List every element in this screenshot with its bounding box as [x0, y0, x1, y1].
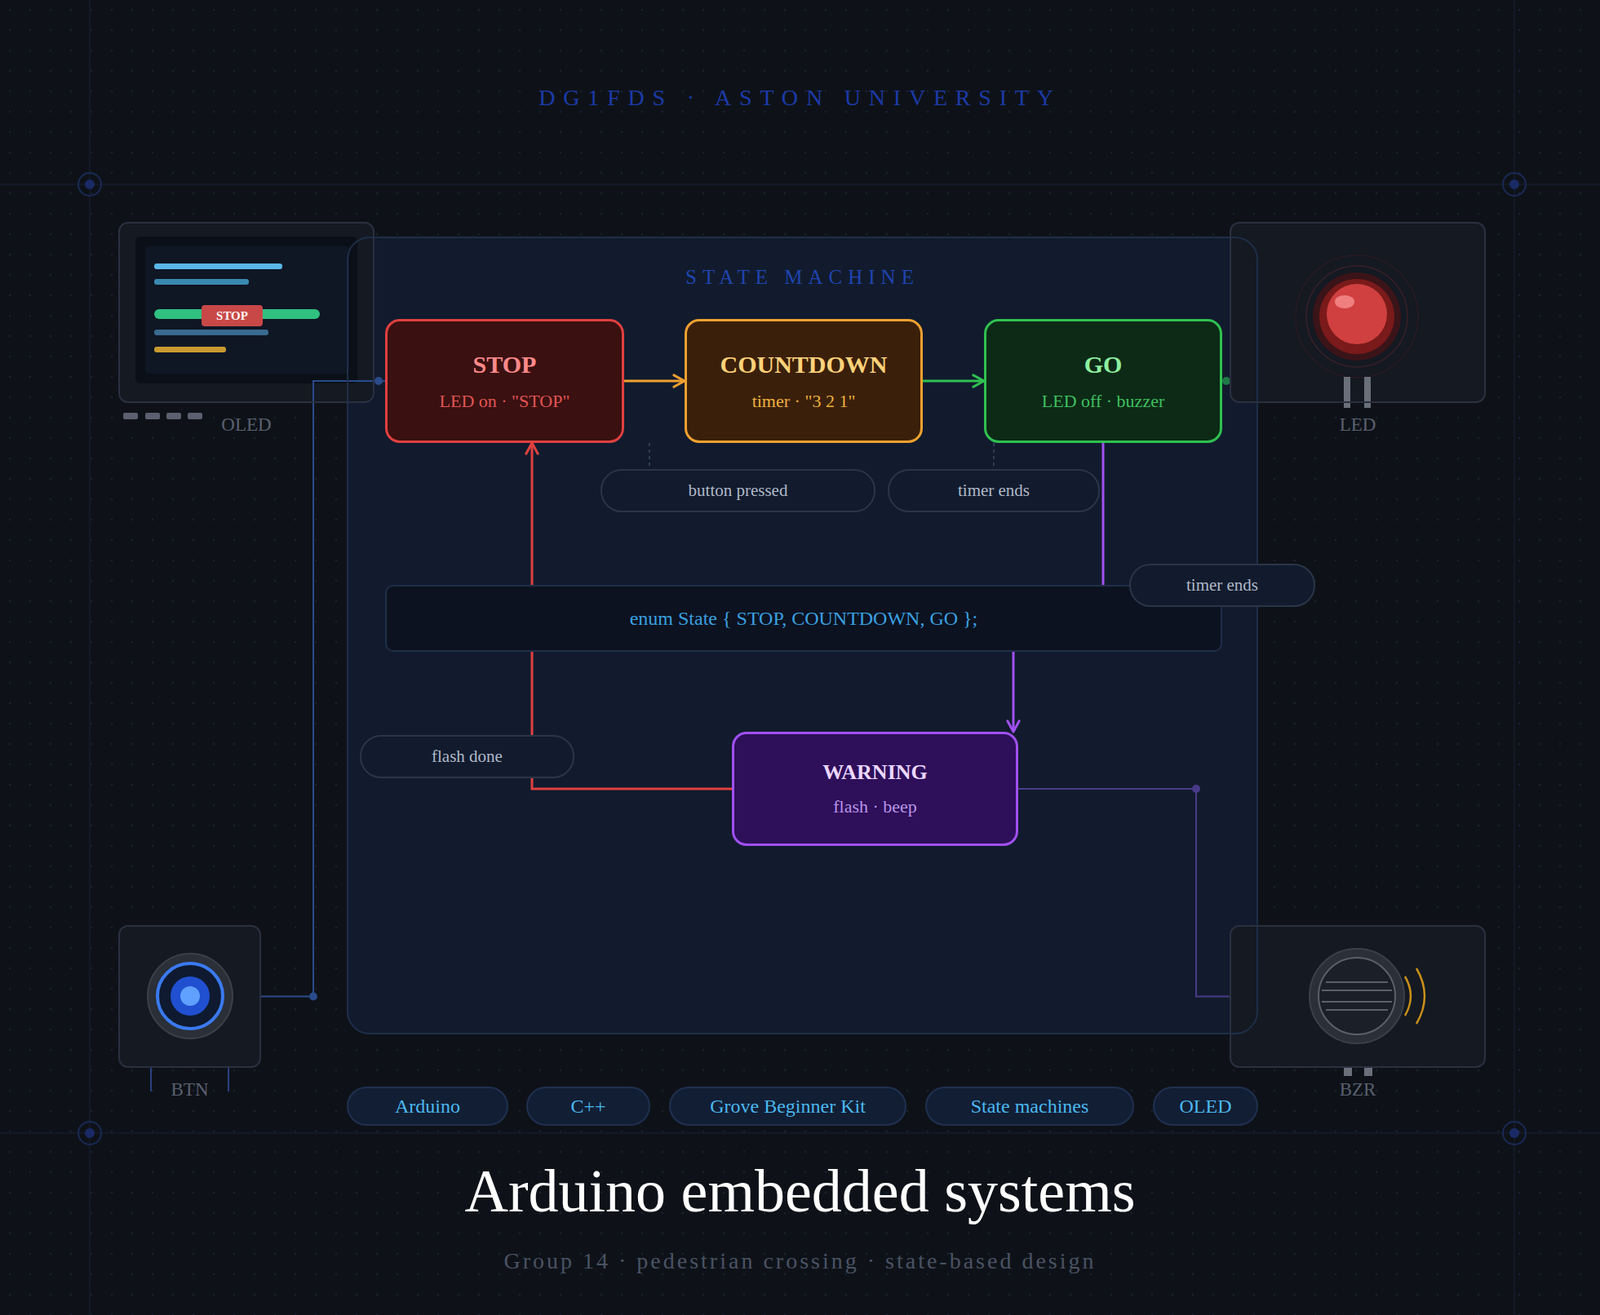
edge-label: timer ends	[887, 469, 1100, 513]
node-text: LED off · buzzer	[1041, 390, 1165, 413]
node-text: flash · beep	[833, 796, 918, 818]
button-illustration	[118, 925, 262, 1092]
panel-fill	[346, 236, 1259, 1035]
connector-line	[261, 381, 386, 998]
buzzer-illustration	[1229, 925, 1486, 1077]
node-text: LED on · "STOP"	[439, 390, 571, 413]
connector	[624, 375, 685, 387]
node-text: STOP	[473, 350, 537, 380]
diagram-title: Arduino embedded systems	[0, 1156, 1600, 1227]
junction-dot	[309, 992, 318, 1002]
node-text: OLED	[119, 414, 373, 436]
connector-line	[624, 380, 685, 383]
corner-marks	[78, 172, 1526, 1145]
node-text: OLED	[1179, 1095, 1233, 1118]
node-text: Grove Beginner Kit	[709, 1095, 866, 1118]
node-text: enum State { STOP, COUNTDOWN, GO };	[629, 607, 979, 630]
device-card: OLEDSTOP	[118, 221, 375, 404]
connector	[1018, 784, 1230, 998]
connector	[261, 381, 386, 1002]
node-text: STATE MACHINE	[348, 265, 1257, 289]
node-text: BTN	[119, 1079, 260, 1101]
state-box: COUNTDOWN timer · "3 2 1"	[684, 319, 923, 444]
node-text: C++	[570, 1095, 606, 1118]
led-illustration	[1229, 221, 1486, 408]
state-panel: STATE MACHINE STOP LED on · "STOP" COUNTDOW…	[346, 236, 1259, 1035]
tag-chip: C++	[526, 1086, 651, 1126]
node-text: STOP	[216, 309, 249, 324]
device-card: BZR	[1229, 925, 1486, 1069]
arrowhead	[526, 443, 538, 454]
device-card: BTN	[118, 925, 262, 1069]
tag-chip: OLED	[1152, 1086, 1259, 1126]
node-text: BZR	[1231, 1079, 1485, 1101]
node-text: GO	[1084, 350, 1123, 380]
state-box: STOP LED on · "STOP"	[385, 319, 625, 444]
node-text: COUNTDOWN	[719, 350, 887, 380]
node-text: timer · "3 2 1"	[752, 390, 856, 413]
edge-label: flash done	[359, 735, 575, 779]
tag-chip: Grove Beginner Kit	[669, 1086, 907, 1126]
arrowhead	[973, 375, 984, 387]
oled-illustration	[118, 221, 375, 420]
screen-badge: STOP	[201, 305, 263, 327]
state-box: WARNING flash · beep	[731, 731, 1019, 847]
arrowhead	[673, 375, 685, 387]
edge-label: timer ends	[1129, 563, 1316, 608]
tag-chip: State machines	[925, 1086, 1135, 1126]
junction-dot	[1192, 784, 1201, 794]
node-text: State machines	[970, 1095, 1090, 1118]
connector	[922, 375, 984, 387]
diagram-caption: Group 14 · pedestrian crossing · state-b…	[0, 1248, 1600, 1275]
connector-line	[1018, 788, 1230, 998]
arrowhead	[1007, 721, 1020, 732]
state-box: GO LED off · buzzer	[983, 319, 1223, 444]
dashed-ticks	[649, 443, 994, 470]
edge-label: button pressed	[600, 469, 876, 513]
code-box: enum State { STOP, COUNTDOWN, GO };	[385, 585, 1223, 652]
tag-chip: Arduino	[346, 1086, 509, 1126]
node-text: LED	[1231, 414, 1485, 436]
node-text: Arduino	[394, 1095, 461, 1118]
device-card: LED	[1229, 221, 1486, 404]
connector-line	[922, 380, 984, 383]
header-label: DG1FDS · ASTON UNIVERSITY	[0, 84, 1600, 111]
node-text: WARNING	[822, 759, 928, 785]
